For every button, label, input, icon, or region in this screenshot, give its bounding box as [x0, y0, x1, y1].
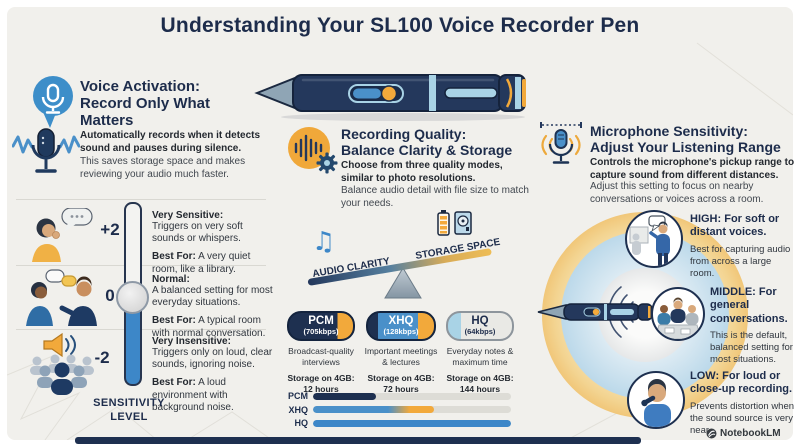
sensitivity-axis-label: SENSITIVITY LEVEL — [93, 397, 165, 424]
high-range-scene-icon — [625, 210, 683, 268]
level-name: Very Insensitive: — [152, 336, 231, 347]
clarity-storage-seesaw: AUDIO CLARITY STORAGE SPACE ♫ — [307, 210, 501, 299]
notebooklm-brand: NotebookLM — [706, 428, 781, 439]
mode-storage: Storage on 4GB: 144 hours — [446, 373, 514, 395]
low-range-scene-icon — [627, 371, 685, 429]
middle-range-scene-icon — [651, 287, 705, 341]
level-value: 0 — [105, 286, 115, 305]
range-name: HIGH: For soft or distant voices. — [690, 213, 780, 239]
mic-sensitivity-heading: Microphone Sensitivity: Adjust Your List… — [590, 123, 781, 155]
mode-xhq: XHQ (128kbps) Important meetings & lectu… — [361, 311, 441, 395]
notebooklm-label: NotebookLM — [720, 428, 781, 439]
bar-track — [313, 406, 511, 413]
bar-label: XHQ — [288, 404, 308, 415]
mode-pcm: PCM (705kbps) Broadcast-quality intervie… — [283, 311, 359, 395]
waveform-mic-icon — [12, 128, 80, 173]
level-best: Best For: A typical room with normal con… — [152, 315, 266, 339]
mode-use: Important meetings & lectures — [364, 346, 438, 367]
mode-storage: Storage on 4GB: 72 hours — [367, 373, 435, 395]
level-text-very-insensitive: Very Insensitive: Triggers only on loud,… — [152, 336, 276, 414]
level-value: +2 — [100, 220, 120, 239]
bar-label: HQ — [294, 418, 309, 428]
gear-icon — [316, 152, 338, 174]
range-name: MIDDLE: For general conversations. — [710, 286, 788, 325]
music-note-icon: ♫ — [312, 227, 335, 257]
voice-activation-body-text: This saves storage space and makes revie… — [80, 156, 246, 180]
mode-use: Everyday notes & maximum time — [446, 346, 514, 367]
sensitivity-slider-handle — [116, 281, 149, 314]
bar-row-hq: HQ — [282, 418, 517, 428]
range-high: HIGH: For soft or distant voices. Best f… — [690, 213, 796, 279]
crowd-icon — [30, 354, 94, 395]
pcm-pill: PCM (705kbps) — [287, 311, 355, 341]
level-name: Normal: — [152, 274, 190, 285]
recorder-pen-small — [537, 303, 653, 321]
voice-activation-heading: Voice Activation: Record Only What Matte… — [80, 78, 211, 130]
loudspeaker-icon — [43, 332, 76, 358]
recording-quality-bold-text: Choose from three quality modes, similar… — [341, 160, 503, 184]
recording-quality-heading: Recording Quality: Balance Clarity & Sto… — [341, 126, 513, 158]
voice-activation-bold-text: Automatically records when it detects so… — [80, 130, 261, 154]
level-text-very-sensitive: Very Sensitive: Triggers on very soft so… — [152, 210, 274, 276]
level-best: Best For: A very quiet room, like a libr… — [152, 251, 251, 275]
xhq-pill: XHQ (128kbps) — [366, 311, 436, 341]
bar-row-pcm: PCM — [282, 391, 517, 401]
bottom-edge-strip — [75, 437, 641, 444]
mic-speech-bubble-icon — [33, 76, 73, 128]
bar-row-xhq: XHQ — [282, 405, 517, 415]
range-desc: This is the default, balanced setting fo… — [710, 330, 793, 365]
mic-range-icon — [540, 122, 582, 164]
page-title: Understanding Your SL100 Voice Recorder … — [160, 14, 640, 37]
bar-label: PCM — [288, 391, 308, 401]
level-text-normal: Normal: A balanced setting for most ever… — [152, 274, 278, 340]
level-name: Very Sensitive: — [152, 210, 224, 221]
hard-disk-icon — [454, 211, 472, 235]
mic-sensitivity-body-text: Adjust this setting to focus on nearby c… — [590, 181, 764, 205]
notebooklm-logo-icon — [706, 428, 717, 439]
divider — [16, 199, 266, 200]
whisper-person-icon — [32, 208, 93, 262]
conversation-people-icon — [26, 269, 97, 326]
recording-quality-body-text: Balance audio detail with file size to m… — [341, 185, 529, 209]
mode-use: Broadcast-quality interviews — [288, 346, 354, 367]
bar-track — [313, 419, 511, 427]
range-middle: MIDDLE: For general conversations. This … — [710, 286, 800, 366]
range-desc: Best for capturing audio from across a l… — [690, 243, 791, 279]
mode-storage: Storage on 4GB: 12 hours — [287, 373, 355, 395]
recorder-pen-illustration — [254, 74, 526, 121]
storage-bar-chart: PCM XHQ HQ — [282, 391, 517, 432]
level-desc: Triggers only on loud, clear sounds, ign… — [152, 347, 273, 371]
mode-hq: HQ (64kbps) Everyday notes & maximum tim… — [441, 311, 519, 395]
hq-pill: HQ (64kbps) — [446, 311, 514, 341]
range-desc: Prevents distortion when the sound sourc… — [690, 400, 795, 436]
level-desc: A balanced setting for most everyday sit… — [152, 285, 273, 309]
battery-icon — [437, 210, 450, 236]
mic-sensitivity-bold-text: Controls the microphone's pickup range t… — [590, 157, 795, 181]
level-desc: Triggers on very soft sounds or whispers… — [152, 221, 243, 245]
level-best: Best For: A loud environment with backgr… — [152, 377, 234, 413]
range-low: LOW: For loud or close-up recording. Pre… — [690, 370, 800, 436]
bar-track — [313, 392, 511, 400]
level-value: -2 — [94, 348, 110, 367]
range-name: LOW: For loud or close-up recording. — [690, 370, 793, 396]
